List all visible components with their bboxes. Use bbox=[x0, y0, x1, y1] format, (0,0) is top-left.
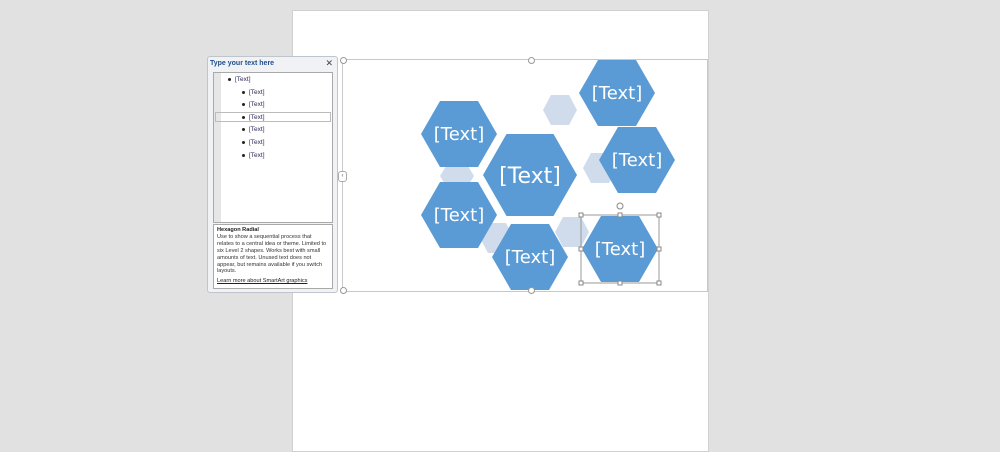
hexagon-shape[interactable]: [Text] bbox=[599, 127, 675, 193]
resize-handle[interactable] bbox=[617, 280, 623, 286]
smartart-frame[interactable] bbox=[340, 57, 708, 294]
hexagon-shape[interactable]: [Text] bbox=[579, 60, 655, 126]
rotate-handle-icon[interactable] bbox=[616, 202, 624, 210]
layout-description-box: Hexagon Radial Use to show a sequential … bbox=[213, 224, 333, 289]
center-hexagon[interactable]: [Text] bbox=[483, 134, 577, 216]
text-pane-toggle[interactable]: ‹ bbox=[338, 171, 347, 182]
resize-handle[interactable] bbox=[656, 246, 662, 252]
hexagon-text: [Text] bbox=[505, 247, 555, 268]
hexagon-shape[interactable]: [Text] bbox=[421, 101, 497, 167]
connector-hexagon bbox=[543, 95, 577, 125]
resize-handle[interactable] bbox=[578, 212, 584, 218]
resize-handle[interactable] bbox=[656, 212, 662, 218]
list-item[interactable]: [Text] bbox=[242, 101, 265, 108]
resize-handle[interactable] bbox=[578, 246, 584, 252]
hexagon bbox=[421, 182, 497, 248]
layout-name: Hexagon Radial bbox=[217, 227, 259, 233]
hexagon bbox=[579, 60, 655, 126]
hexagon-text: [Text] bbox=[499, 164, 561, 189]
resize-handle[interactable] bbox=[528, 57, 535, 64]
hexagon bbox=[599, 127, 675, 193]
resize-handle[interactable] bbox=[340, 287, 347, 294]
list-item[interactable]: [Text] bbox=[242, 89, 265, 96]
hexagon bbox=[582, 216, 658, 282]
item-text: [Text] bbox=[249, 139, 265, 146]
hexagon-shape[interactable]: [Text] bbox=[492, 224, 568, 290]
close-icon[interactable]: ✕ bbox=[325, 58, 333, 68]
text-pane: Type your text here ✕ [Text] [Text] [Tex… bbox=[207, 56, 338, 293]
resize-handle[interactable] bbox=[528, 287, 535, 294]
hexagon-text: [Text] bbox=[595, 239, 645, 260]
item-text: [Text] bbox=[249, 126, 265, 133]
list-item[interactable]: [Text] bbox=[242, 126, 265, 133]
connector-hexagon bbox=[440, 166, 474, 186]
hexagon-text: [Text] bbox=[434, 124, 484, 145]
layout-description: Use to show a sequential process that re… bbox=[217, 233, 327, 275]
hexagon bbox=[483, 134, 577, 216]
resize-handle[interactable] bbox=[617, 212, 623, 218]
text-pane-list[interactable]: [Text] [Text] [Text] [Text] [Text] [Text… bbox=[213, 72, 333, 223]
list-item-selected[interactable]: [Text] bbox=[215, 112, 331, 122]
hexagon bbox=[492, 224, 568, 290]
text-pane-title: Type your text here bbox=[210, 60, 275, 67]
learn-more-link[interactable]: Learn more about SmartArt graphics bbox=[217, 278, 308, 285]
item-text: [Text] bbox=[249, 152, 265, 159]
item-text: [Text] bbox=[249, 89, 265, 96]
item-text: [Text] bbox=[235, 76, 251, 83]
list-item[interactable]: [Text] bbox=[242, 152, 265, 159]
item-text: [Text] bbox=[249, 101, 265, 108]
list-item[interactable]: [Text] bbox=[242, 139, 265, 146]
hexagon-text: [Text] bbox=[592, 83, 642, 104]
list-item[interactable]: [Text] bbox=[228, 76, 251, 83]
hexagon bbox=[421, 101, 497, 167]
hexagon-shape[interactable]: [Text] bbox=[421, 182, 497, 248]
item-text: [Text] bbox=[249, 113, 265, 121]
hexagon-shape[interactable]: [Text] bbox=[582, 216, 658, 282]
hexagon-text: [Text] bbox=[434, 205, 484, 226]
resize-handle[interactable] bbox=[656, 280, 662, 286]
gutter bbox=[214, 73, 221, 222]
resize-handle[interactable] bbox=[578, 280, 584, 286]
hexagon-text: [Text] bbox=[612, 150, 662, 171]
resize-handle[interactable] bbox=[340, 57, 347, 64]
